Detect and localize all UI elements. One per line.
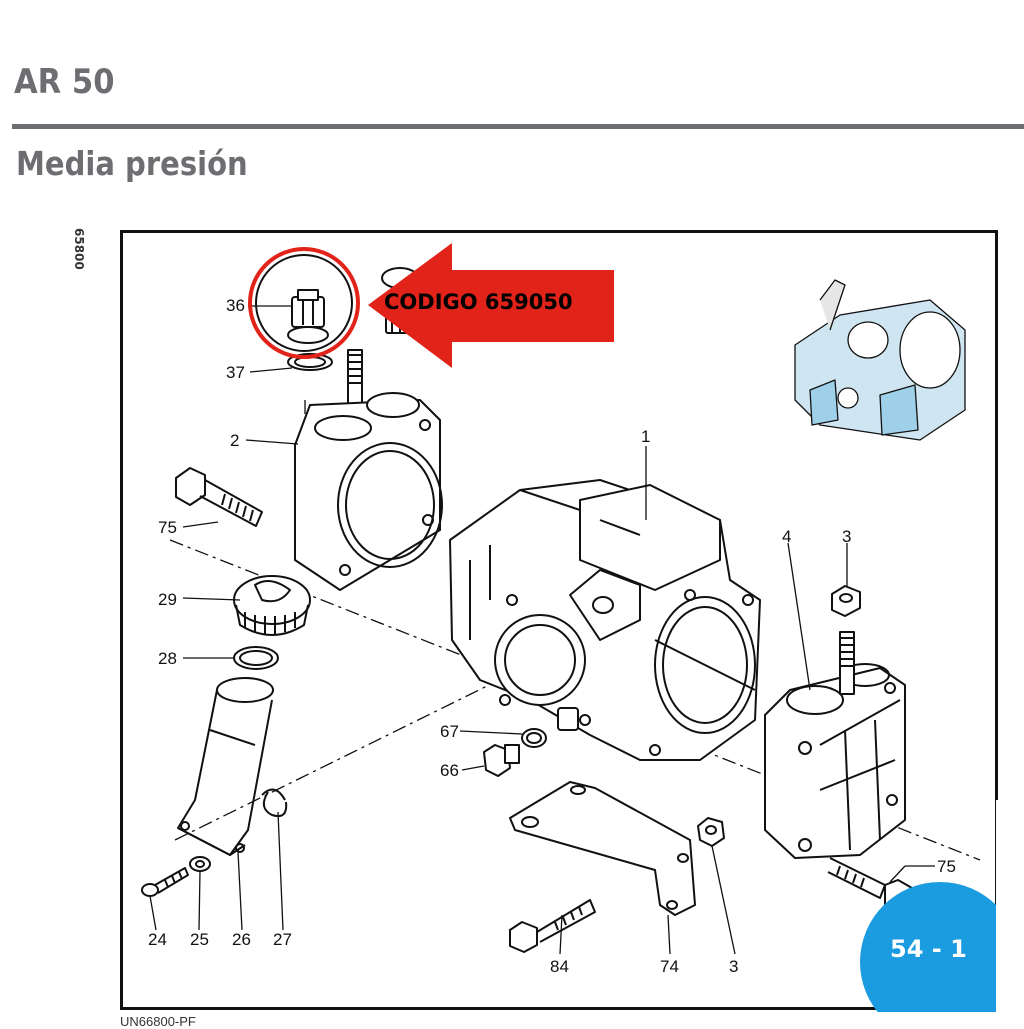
part-4-manifold	[764, 663, 906, 859]
part-74-bracket	[509, 781, 696, 916]
callout-code-label: CODIGO 659050	[384, 290, 573, 314]
label-part-3-upper: 3	[842, 527, 852, 546]
page-subtitle: Media presión	[16, 144, 248, 183]
label-part-24: 24	[148, 930, 167, 949]
label-part-75-upper: 75	[158, 518, 177, 537]
label-part-84: 84	[550, 957, 569, 976]
header-divider	[12, 124, 1024, 129]
label-part-3-lower: 3	[729, 957, 739, 976]
callout-arrow	[368, 243, 614, 368]
part-75-bolt-upper	[175, 467, 263, 527]
label-part-67: 67	[440, 722, 459, 741]
part-2-manifold	[294, 392, 443, 591]
highlight-circle	[248, 247, 360, 359]
part-84-bolt	[509, 899, 596, 953]
footer-reference-code: UN66800-PF	[120, 1014, 196, 1029]
model-title: AR 50	[14, 62, 115, 102]
part-66-plug	[483, 744, 520, 777]
label-part-2: 2	[230, 431, 240, 450]
label-part-25: 25	[190, 930, 209, 949]
part-24-screw	[141, 867, 189, 897]
label-part-29: 29	[158, 590, 177, 609]
part-36-plug	[287, 289, 329, 344]
label-part-4: 4	[782, 527, 792, 546]
assembled-pump-thumbnail	[794, 279, 966, 441]
part-26-pipe	[177, 677, 274, 856]
label-part-26: 26	[232, 930, 251, 949]
label-part-28: 28	[158, 649, 177, 668]
label-part-74: 74	[660, 957, 679, 976]
label-part-75-lower: 75	[937, 857, 956, 876]
part-1-pump-body	[449, 479, 761, 761]
label-part-37: 37	[226, 363, 245, 382]
label-part-66: 66	[440, 761, 459, 780]
part-29-cap	[233, 575, 311, 636]
page-badge-circle	[860, 882, 1020, 1024]
page-number-badge: 54 - 1	[890, 935, 967, 963]
label-part-27: 27	[273, 930, 292, 949]
label-part-1: 1	[641, 427, 651, 446]
label-part-36: 36	[226, 296, 245, 315]
